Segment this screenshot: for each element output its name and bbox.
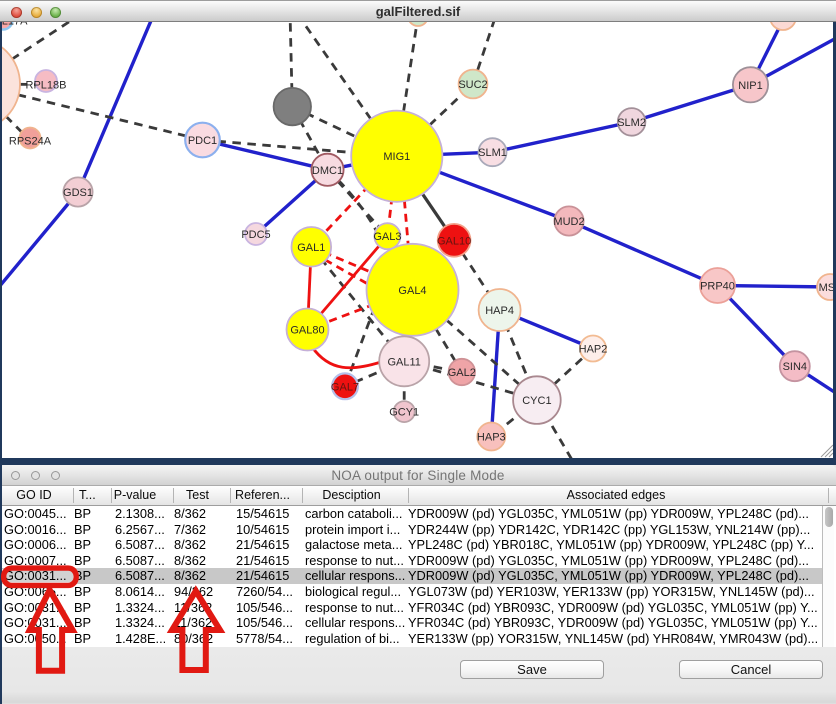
svg-text:SIN4: SIN4 [783, 361, 807, 373]
svg-text:RPS24A: RPS24A [9, 136, 52, 148]
svg-text:SUC2: SUC2 [458, 79, 487, 91]
svg-text:PRP40: PRP40 [700, 281, 735, 293]
svg-text:RPL18B: RPL18B [26, 80, 67, 92]
svg-text:MIG1: MIG1 [383, 151, 410, 163]
svg-text:GAL1: GAL1 [297, 242, 325, 254]
svg-text:CYC1: CYC1 [522, 395, 551, 407]
svg-text:GAL80: GAL80 [290, 325, 324, 337]
svg-text:PDC5: PDC5 [241, 229, 270, 241]
svg-text:PDC1: PDC1 [188, 135, 217, 147]
svg-text:SLM2: SLM2 [617, 117, 646, 129]
svg-text:MUD2: MUD2 [553, 216, 584, 228]
svg-text:SLM1: SLM1 [478, 147, 507, 159]
svg-text:GDS1: GDS1 [63, 187, 93, 199]
svg-text:DMC1: DMC1 [312, 165, 343, 177]
svg-text:GAL3: GAL3 [373, 231, 401, 243]
svg-text:GCY1: GCY1 [389, 407, 419, 419]
svg-text:HAP4: HAP4 [485, 305, 514, 317]
svg-text:GAL2: GAL2 [448, 367, 476, 379]
svg-text:MSL1: MSL1 [819, 282, 833, 294]
svg-text:GAL10: GAL10 [437, 235, 471, 247]
svg-text:NIP1: NIP1 [738, 80, 762, 92]
svg-text:GAL11: GAL11 [387, 356, 420, 368]
svg-text:GAL4: GAL4 [398, 285, 426, 297]
svg-text:GAL7: GAL7 [331, 381, 359, 393]
svg-text:HAP2: HAP2 [579, 344, 608, 356]
svg-text:RPL17A: RPL17A [2, 22, 28, 27]
svg-text:HAP3: HAP3 [477, 432, 506, 444]
